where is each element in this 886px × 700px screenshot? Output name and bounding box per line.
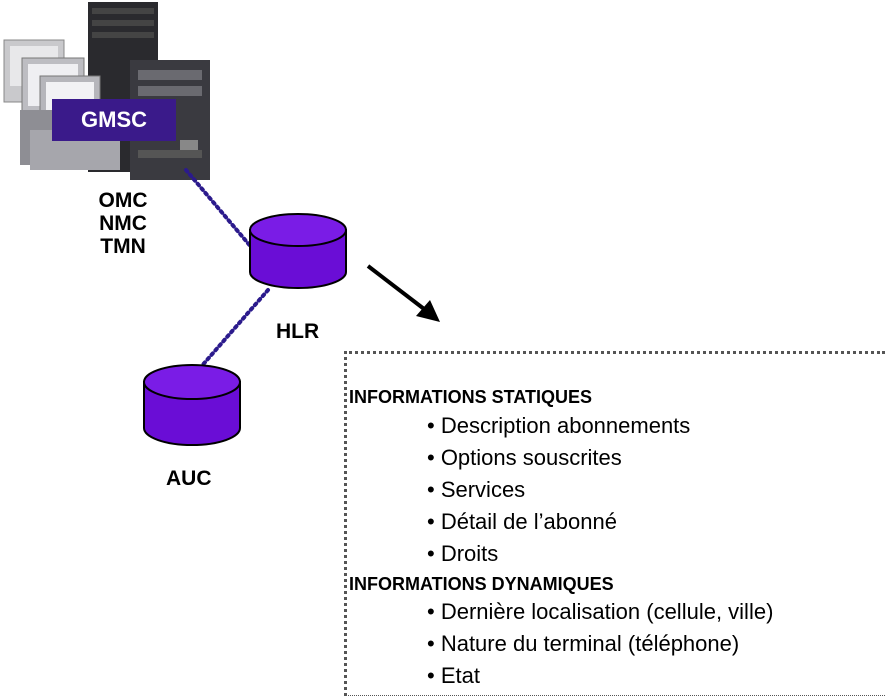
static-item: • Options souscrites: [427, 445, 622, 470]
dynamic-item: • Etat: [427, 663, 480, 688]
management-labels: OMC NMC TMN: [88, 189, 158, 258]
omc-label: OMC: [98, 189, 148, 212]
hlr-database-icon: [249, 213, 347, 289]
hlr-auc-link: [198, 288, 270, 370]
server-cluster-icon: [3, 2, 210, 180]
hlr-label: HLR: [276, 320, 320, 343]
static-item: • Description abonnements: [427, 413, 691, 438]
dynamic-item: • Nature du terminal (téléphone): [427, 631, 740, 656]
hlr-info-box: INFORMATIONS STATIQUES • Description abo…: [344, 351, 885, 696]
static-item: • Droits: [427, 541, 499, 566]
static-item: • Services: [427, 477, 526, 502]
auc-label: AUC: [166, 467, 212, 490]
tmn-label: TMN: [100, 235, 146, 258]
static-info-title: INFORMATIONS STATIQUES: [349, 387, 592, 407]
gmsc-label: GMSC: [81, 107, 147, 132]
dynamic-info-title: INFORMATIONS DYNAMIQUES: [349, 574, 614, 594]
gmsc-hlr-link: [184, 168, 254, 250]
nmc-label: NMC: [99, 212, 147, 235]
dynamic-item: • Dernière localisation (cellule, ville): [427, 599, 774, 624]
static-item: • Détail de l’abonné: [427, 509, 617, 534]
auc-database-icon: [143, 364, 241, 446]
arrow-icon: [366, 264, 440, 322]
